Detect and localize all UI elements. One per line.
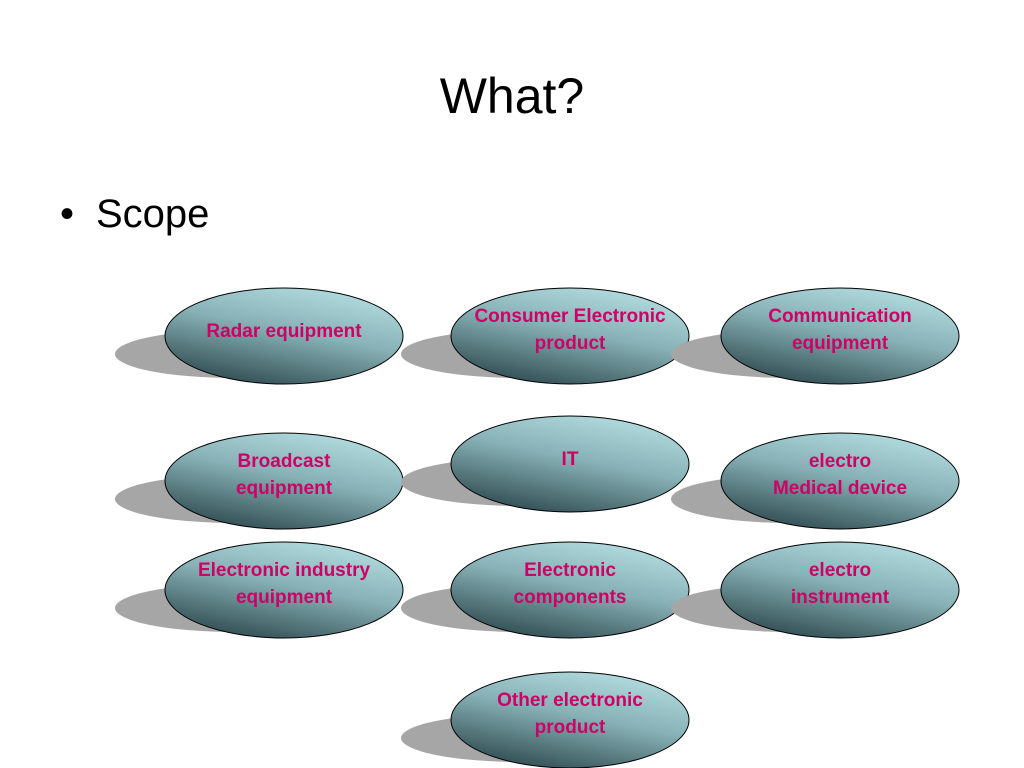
oval-label: Broadcast equipment	[236, 451, 333, 499]
oval-broadcast-equipment: Broadcast equipment	[115, 432, 404, 530]
oval-other-electronic-product: Other electronic product	[401, 671, 690, 768]
bullet-item: • Scope	[60, 188, 209, 240]
oval-label: Radar equipment	[206, 321, 362, 342]
oval-label-line: Other electronic	[497, 690, 643, 711]
oval-label: electro instrument	[791, 560, 890, 608]
oval-label-line: electro	[809, 560, 871, 581]
oval-label-line: Communication	[768, 306, 912, 327]
oval-label-line: equipment	[792, 333, 889, 354]
oval-label-line: Radar equipment	[206, 321, 362, 342]
oval-label-line: Medical device	[773, 478, 907, 499]
oval-label-line: product	[535, 333, 606, 354]
oval-label: Other electronic product	[497, 690, 643, 738]
oval-label: Electronic components	[514, 560, 627, 608]
oval-label: IT	[562, 449, 579, 470]
oval-consumer-electronic-product: Consumer Electronic product	[401, 287, 690, 385]
oval-label-line: electro	[809, 451, 871, 472]
oval-label-line: components	[514, 587, 627, 608]
oval-label-line: product	[535, 717, 606, 738]
bullet-text: Scope	[96, 192, 210, 236]
oval-electronic-industry-equipment: Electronic industry equipment	[115, 541, 404, 639]
oval-label-line: equipment	[236, 587, 333, 608]
oval-label: Communication equipment	[768, 306, 912, 354]
oval-label-line: IT	[562, 449, 579, 470]
oval-electronic-components: Electronic components	[401, 541, 690, 639]
oval-label-line: equipment	[236, 478, 333, 499]
oval-shape	[720, 432, 960, 530]
oval-electro-instrument: electro instrument	[671, 541, 960, 639]
oval-label-line: Consumer Electronic	[474, 306, 666, 327]
oval-label-line: Electronic	[524, 560, 616, 581]
oval-label: Consumer Electronic product	[474, 306, 666, 354]
oval-shape	[450, 287, 690, 385]
slide-title: What?	[439, 68, 585, 124]
bullet-symbol: •	[60, 192, 75, 236]
oval-shape	[720, 287, 960, 385]
oval-label: Electronic industry equipment	[198, 560, 371, 608]
oval-radar-equipment: Radar equipment	[115, 287, 404, 385]
oval-label-line: Electronic industry	[198, 560, 371, 581]
oval-label-line: instrument	[791, 587, 890, 608]
oval-communication-equipment: Communication equipment	[671, 287, 960, 385]
oval-it: IT	[401, 415, 690, 513]
oval-shape	[450, 415, 690, 513]
oval-shape	[450, 541, 690, 639]
oval-shape	[164, 287, 404, 385]
oval-shape	[720, 541, 960, 639]
oval-shape	[164, 541, 404, 639]
oval-shape	[450, 671, 690, 768]
oval-label-line: Broadcast	[238, 451, 332, 472]
